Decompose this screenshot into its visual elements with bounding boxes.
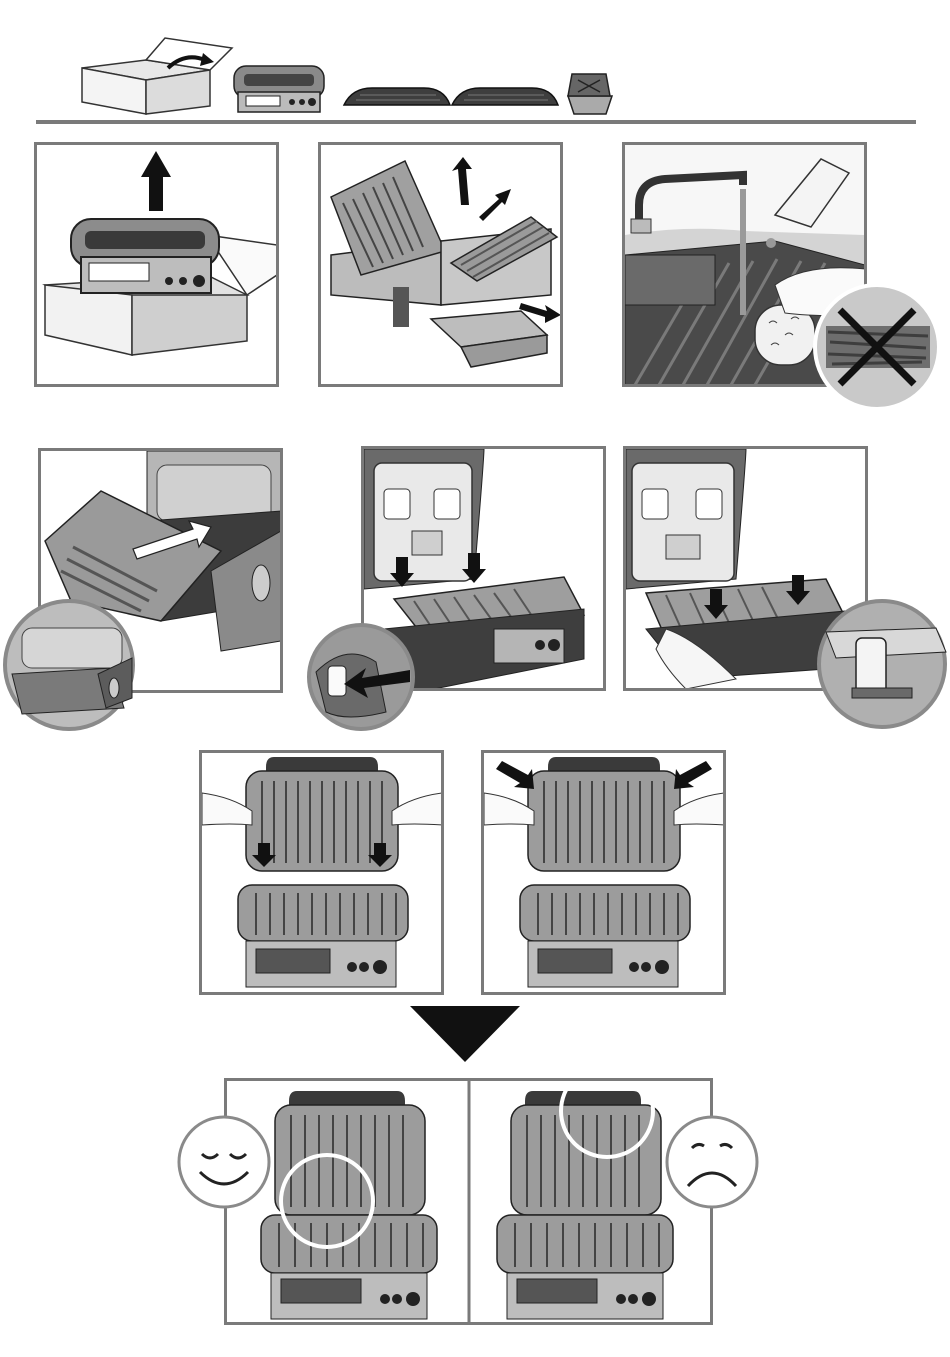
step-fit-upper-plate (199, 750, 444, 995)
grill-plate-icon (344, 88, 450, 105)
package-contents (0, 30, 950, 130)
hinge-detail-circle (306, 622, 416, 732)
clip-detail-circle (816, 598, 948, 730)
result-incorrect-grill (497, 1081, 673, 1319)
step-unpack (34, 142, 279, 387)
packaging-box-icon (82, 38, 232, 114)
step-clip-upper-plate (481, 750, 726, 995)
result-arrow-icon (410, 1006, 520, 1064)
grill-plate-icon (452, 88, 558, 105)
step-remove-plates (318, 142, 563, 387)
no-scouring-pad-icon (812, 282, 942, 412)
drip-tray-detail-circle (2, 598, 136, 732)
up-arrow-icon (141, 151, 171, 211)
result-correct-grill (261, 1091, 437, 1319)
smiley-happy-icon (176, 1114, 272, 1210)
grill-unit-icon (234, 66, 324, 112)
header-divider (36, 120, 916, 124)
result-panel (224, 1078, 713, 1325)
smiley-sad-icon (664, 1114, 760, 1210)
drip-tray-icon (568, 74, 612, 114)
